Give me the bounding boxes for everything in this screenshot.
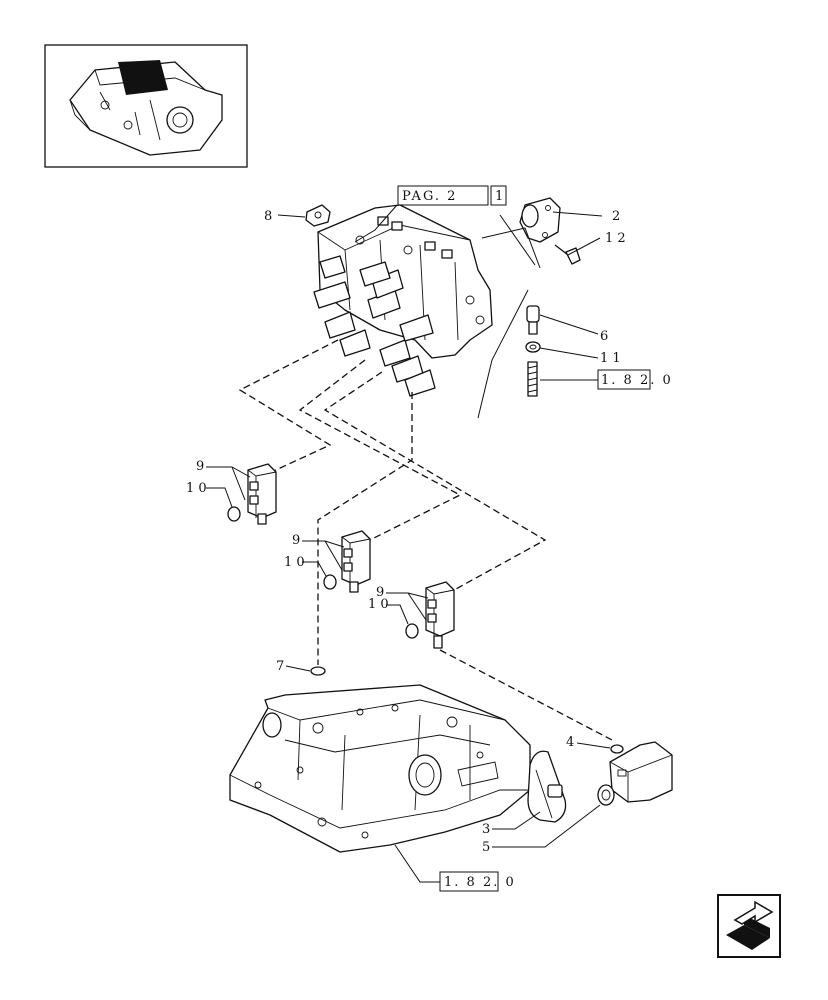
callout-labels: 8 2 1 2 6 1 1 9 1 0 9 1 0 9 1 0 7 4 3 5 [186,209,626,855]
reference-pag: PAG. 2 1 [397,185,507,206]
callout-9b: 9 [292,533,300,548]
stud [527,361,538,397]
ref-top-label: 1. 8 2. 0 [601,373,673,388]
hydraulic-lines [238,339,613,741]
part-11-washer [525,341,541,353]
part-6-bolt [526,305,540,335]
part-5-coupling [597,741,673,806]
coupling-valve-b [323,530,371,593]
leader-lines [206,204,611,883]
control-valve-block [313,204,493,397]
callout-10b: 1 0 [284,555,305,570]
callout-10a: 1 0 [186,481,207,496]
part-4-oring [610,744,624,754]
callout-7: 7 [276,659,284,674]
next-page-arrow-icon[interactable] [717,894,781,958]
part-3-cover [527,750,567,823]
callout-9a: 9 [196,459,204,474]
part-12-bolt [554,244,581,265]
pag-label: PAG. 2 [402,189,457,204]
callout-5: 5 [482,840,490,855]
callout-6: 6 [600,329,608,344]
callout-12: 1 2 [605,231,626,246]
callout-9c: 9 [376,585,384,600]
part-8-nut [305,204,331,227]
callout-4: 4 [566,735,574,750]
callout-10c: 1 0 [368,597,389,612]
callout-11: 1 1 [600,351,621,366]
ref-bottom-label: 1. 8 2. 0 [444,875,516,890]
reference-bottom: 1. 8 2. 0 [439,871,516,892]
callout-8: 8 [264,209,272,224]
lift-cover-thumbnail [44,44,248,168]
coupling-valve-c [405,581,455,649]
coupling-valve-a [227,463,277,525]
reference-top: 1. 8 2. 0 [597,369,673,390]
callout-3: 3 [482,822,490,837]
part-7-oring [310,666,326,676]
part-2-flange [519,197,561,243]
callout-2: 2 [612,209,620,224]
pag-number: 1 [495,189,505,204]
